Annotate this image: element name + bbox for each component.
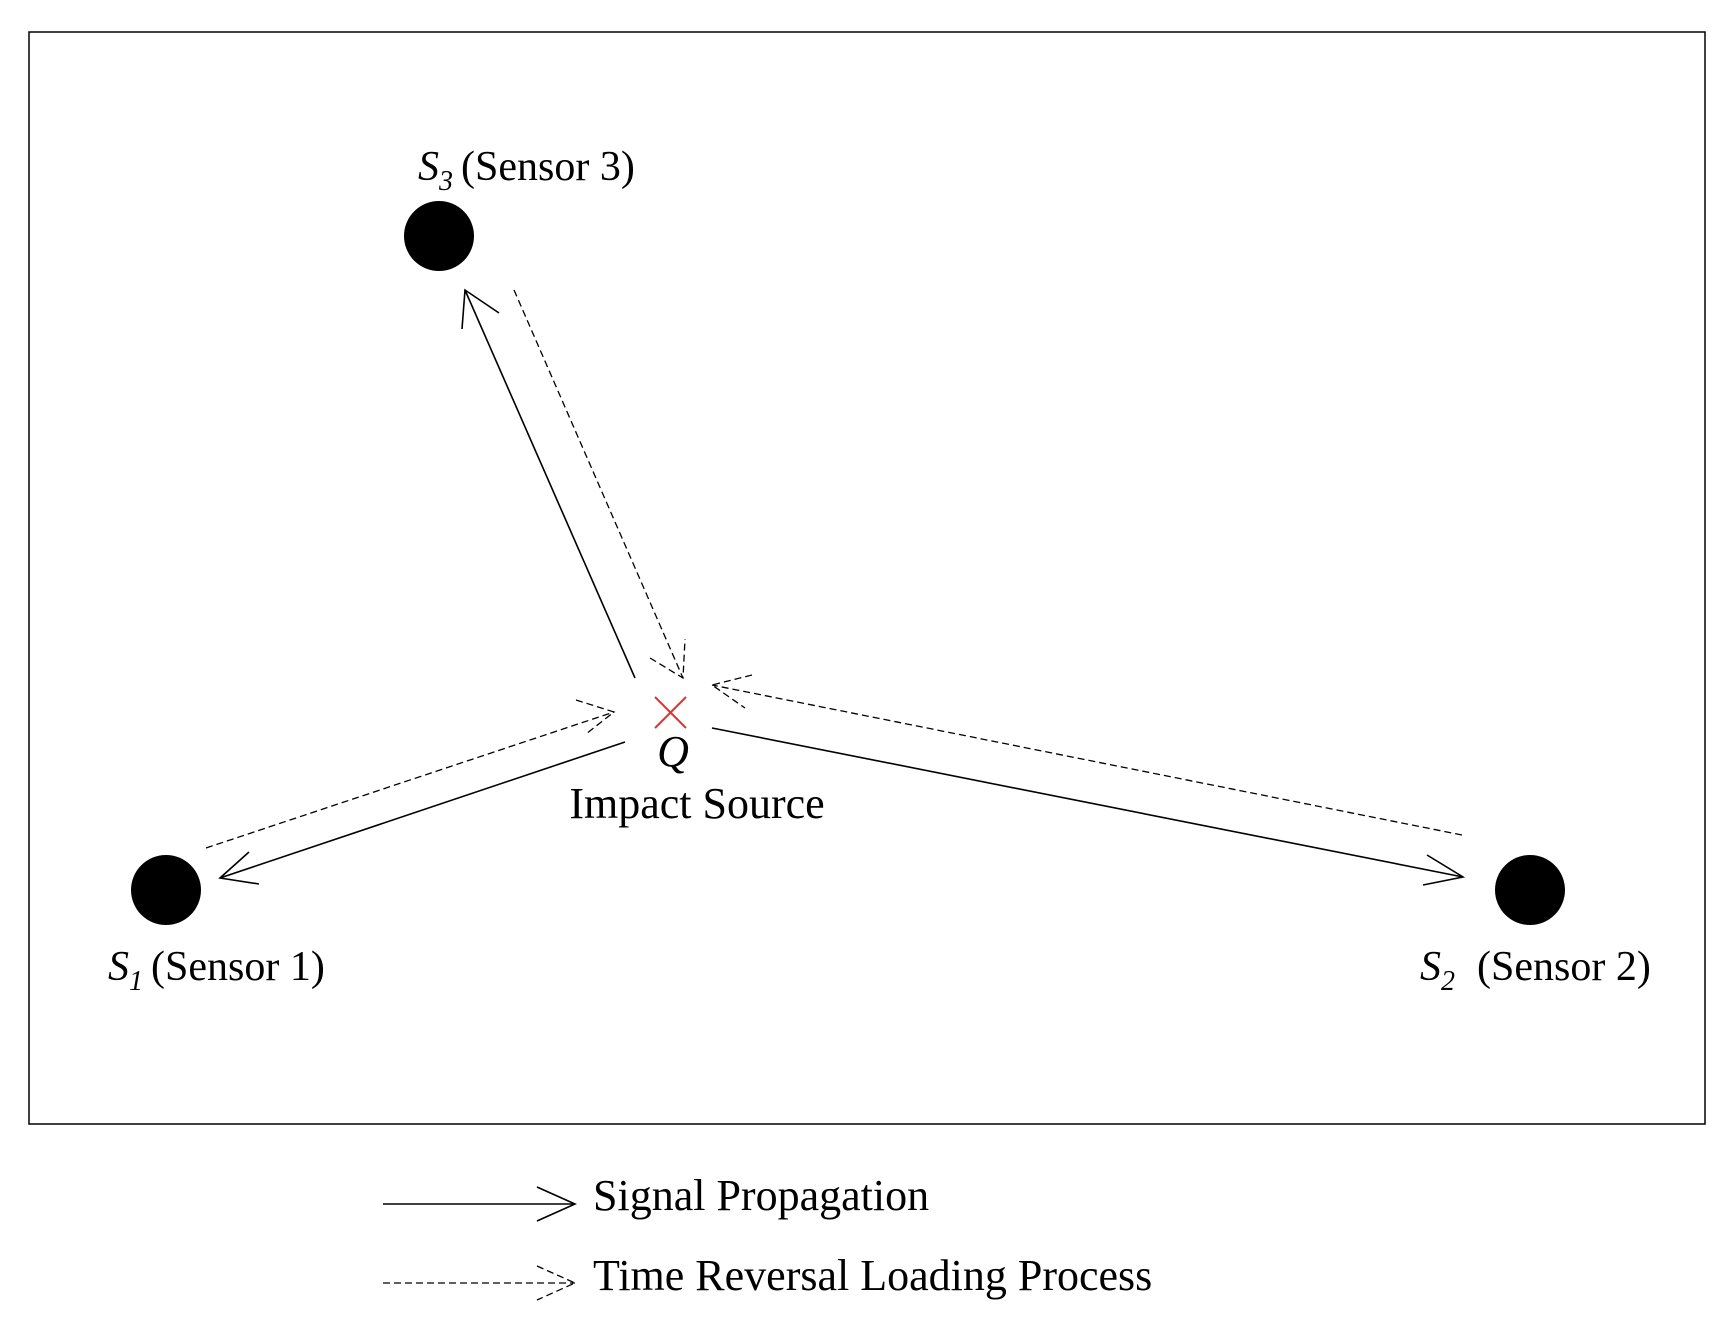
sensor-2-dot	[1495, 855, 1565, 925]
impact-source-symbol: Q	[657, 727, 689, 776]
sensor-1-dot	[131, 855, 201, 925]
legend-solid-arrow	[383, 1186, 577, 1222]
signal-propagation-arrow-to-s2	[711, 727, 1466, 886]
legend-solid-label: Signal Propagation	[593, 1171, 929, 1220]
impact-source-label: Impact Source	[569, 779, 824, 828]
time-reversal-arrow-from-s2	[710, 674, 1463, 836]
plate-boundary	[28, 31, 1706, 1125]
signal-propagation-arrow-to-s3	[461, 288, 636, 679]
sensor-1-label: S1(Sensor 1)	[108, 944, 325, 997]
sensor-3-label: S3(Sensor 3)	[418, 144, 635, 197]
legend-dashed-arrow	[383, 1265, 577, 1301]
legend-dashed-label: Time Reversal Loading Process	[593, 1251, 1152, 1300]
impact-source-marker	[654, 696, 687, 729]
time-reversal-arrow-from-s1	[205, 699, 616, 849]
time-reversal-arrow-from-s3	[513, 289, 686, 680]
sensor-2-label: S2(Sensor 2)	[1420, 944, 1651, 997]
legend: Signal Propagation Time Reversal Loading…	[383, 1171, 1152, 1301]
signal-propagation-arrow-to-s1	[218, 741, 626, 885]
sensor-3-dot	[404, 201, 474, 271]
